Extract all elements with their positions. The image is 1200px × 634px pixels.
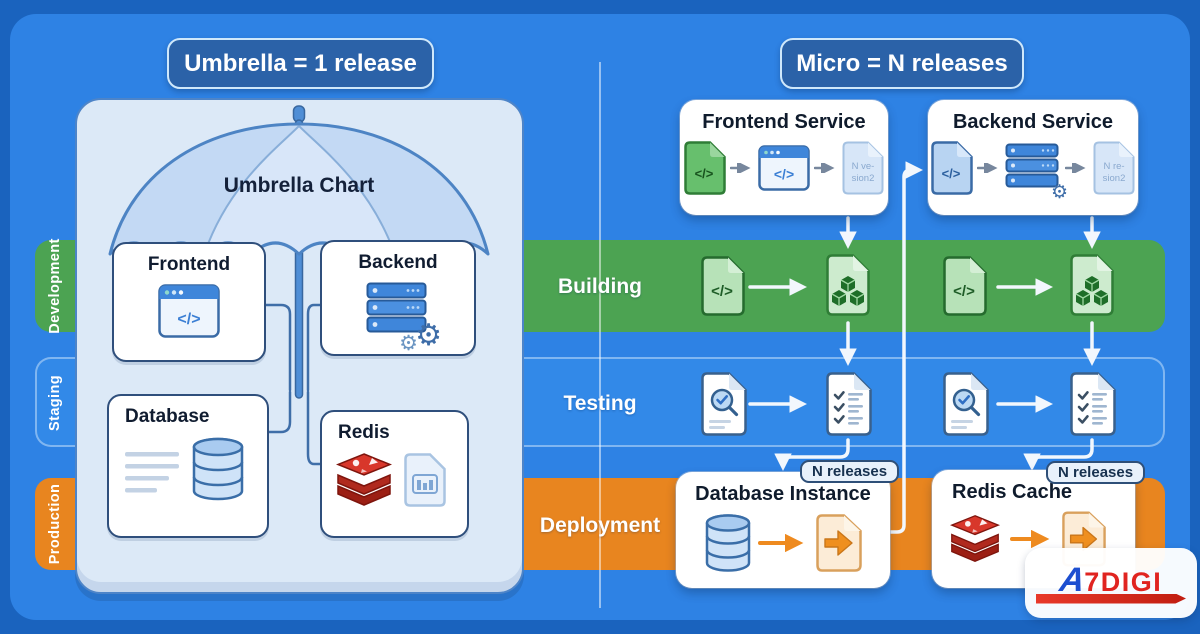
package-file-icon	[826, 254, 870, 316]
database-instance-title: Database Instance	[695, 483, 871, 505]
frontend-service-title: Frontend Service	[702, 111, 866, 133]
umbrella-ribs	[204, 125, 395, 253]
redis-component-box: Redis	[320, 410, 469, 538]
arrow-right-icon	[1010, 530, 1050, 548]
gear-icon: ⚙	[1050, 181, 1068, 203]
backend-label: Backend	[358, 252, 438, 273]
database-cylinder-icon	[705, 514, 751, 572]
watermark-card: A 7DIGI	[1025, 548, 1197, 618]
code-file-icon: </>	[943, 256, 987, 316]
checklist-file-icon	[826, 372, 872, 436]
svg-text:sion2: sion2	[1103, 173, 1126, 184]
database-cylinder-icon	[192, 437, 244, 501]
checklist-file-icon	[1070, 372, 1116, 436]
redis-label: Redis	[338, 422, 390, 443]
version-file-icon: N ve- sion2	[842, 141, 884, 195]
redis-icon	[949, 515, 1001, 563]
frontend-label: Frontend	[147, 254, 231, 275]
backend-component-box: Backend ⚙ ⚙	[320, 240, 476, 356]
logo-text: 7DIGI	[1084, 566, 1163, 597]
arrow-right-icon	[758, 534, 804, 552]
chart-doc-icon	[404, 453, 446, 507]
arrow-right-icon	[730, 163, 751, 173]
svg-text:</>: </>	[177, 311, 200, 328]
database-instance-card: Database Instance	[676, 472, 890, 588]
database-component-box: Database	[107, 394, 269, 538]
svg-text:</>: </>	[942, 166, 961, 181]
umbrella-panel: Umbrella Chart Frontend </> Backend	[75, 98, 524, 594]
row-label-building: Building	[558, 275, 642, 298]
browser-window-icon: </>	[158, 284, 220, 338]
backend-service-card: Backend Service </> ⚙	[928, 100, 1138, 215]
database-label: Database	[125, 406, 210, 427]
backend-service-title: Backend Service	[952, 111, 1114, 133]
code-file-icon: </>	[931, 141, 973, 195]
gear-icon: ⚙	[399, 332, 418, 355]
test-report-icon	[701, 372, 747, 436]
test-report-icon	[943, 372, 989, 436]
svg-text:</>: </>	[953, 283, 975, 300]
svg-text:N re-: N re-	[1103, 161, 1124, 172]
row-label-deployment: Deployment	[539, 514, 661, 537]
frontend-service-card: Frontend Service </> </> N ve- sion2	[680, 100, 888, 215]
component-connectors	[260, 303, 322, 466]
arrow-right-icon	[1065, 163, 1086, 173]
umbrella-center-panel	[205, 126, 394, 252]
svg-text:</>: </>	[695, 166, 714, 181]
svg-text:N ve-: N ve-	[852, 161, 875, 172]
umbrella-title-badge: Umbrella = 1 release	[167, 38, 434, 89]
server-stack-icon	[1005, 143, 1059, 187]
browser-window-icon: </>	[758, 145, 810, 191]
redis-icon	[335, 453, 393, 506]
row-label-testing: Testing	[563, 392, 637, 415]
arrow-right-icon	[814, 163, 835, 173]
logo-a: A	[1057, 560, 1087, 599]
umbrella-icon	[108, 105, 490, 466]
env-label-development: Development	[47, 238, 63, 334]
code-file-icon: </>	[701, 256, 745, 316]
a7digi-logo: A 7DIGI	[1057, 560, 1163, 599]
gear-icon: ⚙	[415, 319, 442, 352]
redis-cache-title: Redis Cache	[952, 481, 1073, 503]
svg-text:sion2: sion2	[852, 173, 875, 184]
version-file-icon: N re- sion2	[1093, 141, 1135, 195]
pipeline-axis-line	[599, 62, 601, 608]
logo-banner-arrow	[1036, 593, 1186, 604]
code-file-icon: </>	[684, 141, 726, 195]
micro-title-badge: Micro = N releases	[780, 38, 1024, 89]
db-n-releases-badge: N releases	[800, 460, 900, 483]
umbrella-chart-label: Umbrella Chart	[223, 174, 375, 197]
deploy-file-icon	[816, 514, 862, 572]
redis-n-releases-badge: N releases	[1046, 461, 1146, 484]
svg-text:</>: </>	[711, 283, 733, 300]
arrow-right-icon	[977, 163, 998, 173]
text-lines-icon	[125, 452, 179, 493]
env-label-production: Production	[47, 483, 63, 565]
server-stack-icon	[366, 282, 427, 333]
env-label-staging: Staging	[47, 375, 63, 431]
frontend-component-box: Frontend </>	[112, 242, 266, 362]
svg-text:</>: </>	[774, 166, 794, 182]
package-file-icon	[1070, 254, 1114, 316]
